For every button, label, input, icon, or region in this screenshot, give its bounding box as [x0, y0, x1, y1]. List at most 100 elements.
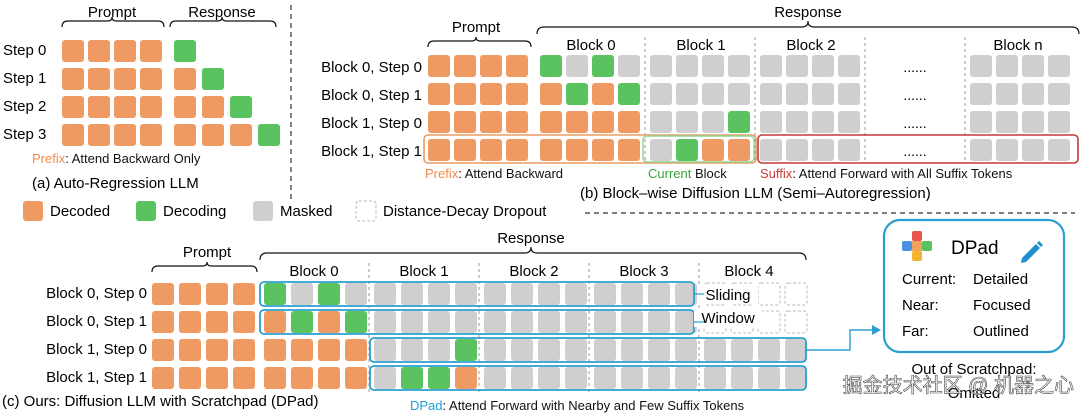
panel-c-block-label: Block 3	[619, 263, 668, 280]
panel-c: Prompt Response Block 0 Block 1 Block 2 …	[2, 230, 881, 413]
masked-token	[760, 83, 782, 105]
masked-token	[1048, 55, 1070, 77]
decoded-token	[480, 111, 502, 133]
decoded-token	[62, 40, 84, 62]
masked-token	[702, 55, 724, 77]
masked-token	[785, 367, 807, 389]
dpad-card-frame	[882, 218, 1066, 354]
decoded-token	[454, 111, 476, 133]
panel-a-row-label: Step 3	[3, 126, 46, 143]
masked-token	[702, 83, 724, 105]
decoding-token	[618, 83, 640, 105]
decoded-token	[345, 367, 367, 389]
masked-token	[621, 283, 643, 305]
window-callout-lines	[694, 293, 704, 323]
dpad-word: DPad	[410, 398, 443, 413]
panel-b-suffix-note: Suffix: Attend Forward with All Suffix T…	[760, 166, 1013, 181]
masked-token	[621, 339, 643, 361]
dropout-token	[730, 282, 754, 306]
masked-token	[618, 55, 640, 77]
masked-token	[785, 339, 807, 361]
panel-b-prefix-note: Prefix: Attend Backward	[425, 166, 563, 181]
masked-token	[996, 139, 1018, 161]
panel-c-token-grid	[152, 263, 808, 392]
panel-c-block-label: Block 1	[399, 263, 448, 280]
decoded-token	[179, 339, 201, 361]
masked-token	[838, 139, 860, 161]
decoded-token	[454, 55, 476, 77]
panel-b-row-label: Block 0, Step 0	[321, 59, 422, 76]
decoded-token	[592, 139, 614, 161]
decoded-token	[592, 83, 614, 105]
panel-b-response-brace	[536, 20, 1080, 35]
decoded-token	[506, 83, 528, 105]
masked-token	[970, 55, 992, 77]
panel-b-current-outline	[642, 135, 755, 163]
masked-token	[594, 283, 616, 305]
panel-a-caption: (a) Auto-Regression LLM	[32, 175, 199, 192]
dpad-rest: : Attend Forward with Nearby and Few Suf…	[443, 398, 745, 413]
legend-decoding-label: Decoding	[163, 203, 226, 220]
panel-c-row-label: Block 0, Step 0	[46, 285, 147, 302]
panel-c-response-label: Response	[497, 230, 565, 247]
masked-token	[731, 339, 753, 361]
panel-c-row-label: Block 1, Step 0	[46, 341, 147, 358]
masked-token	[675, 283, 697, 305]
panel-b-current-note: Current Block	[648, 166, 727, 181]
masked-token	[428, 283, 450, 305]
panel-b-row-label: Block 1, Step 0	[321, 115, 422, 132]
suffix-rest: : Attend Forward with All Suffix Tokens	[792, 166, 1012, 181]
panel-a-row-label: Step 1	[3, 70, 46, 87]
decoded-token	[540, 139, 562, 161]
decoded-token	[454, 139, 476, 161]
suffix-word: Suffix	[760, 166, 793, 181]
masked-token	[648, 283, 670, 305]
decoded-token	[140, 40, 162, 62]
masked-token	[758, 339, 780, 361]
panel-c-block-label: Block 4	[724, 263, 773, 280]
decoded-token	[345, 339, 367, 361]
masked-token	[455, 283, 477, 305]
decoded-token	[140, 96, 162, 118]
dpad-row-key: Near:	[902, 297, 939, 314]
out-of-scratchpad-label: Out of Scratchpad:	[911, 361, 1036, 378]
decoded-token	[88, 124, 110, 146]
legend-swatch-dropout	[355, 200, 377, 222]
decoded-token	[206, 283, 228, 305]
masked-token	[1022, 139, 1044, 161]
decoded-token	[318, 339, 340, 361]
decoded-token	[618, 111, 640, 133]
masked-token	[702, 111, 724, 133]
prefix-word: Prefix	[32, 151, 66, 166]
decoded-token	[202, 96, 224, 118]
masked-token	[594, 367, 616, 389]
masked-token	[565, 339, 587, 361]
current-rest: Block	[691, 166, 727, 181]
masked-token	[484, 339, 506, 361]
masked-token	[428, 311, 450, 333]
panel-b-ellipsis: ......	[903, 87, 926, 103]
masked-token	[728, 83, 750, 105]
decoding-token	[345, 311, 367, 333]
panel-c-row-label: Block 0, Step 1	[46, 313, 147, 330]
masked-token	[565, 367, 587, 389]
decoded-token	[728, 139, 750, 161]
decoded-token	[152, 283, 174, 305]
panel-a-row-label: Step 0	[3, 42, 46, 59]
masked-token	[511, 311, 533, 333]
masked-token	[675, 311, 697, 333]
masked-token	[731, 367, 753, 389]
decoded-token	[540, 83, 562, 105]
masked-token	[594, 311, 616, 333]
masked-token	[760, 55, 782, 77]
decoded-token	[592, 111, 614, 133]
decoded-token	[88, 96, 110, 118]
sliding-window-outline	[369, 365, 807, 391]
current-word: Current	[648, 166, 692, 181]
masked-token	[650, 83, 672, 105]
masked-token	[996, 111, 1018, 133]
decoded-token	[206, 339, 228, 361]
panel-b-ellipsis: ......	[903, 115, 926, 131]
decoded-token	[318, 311, 340, 333]
